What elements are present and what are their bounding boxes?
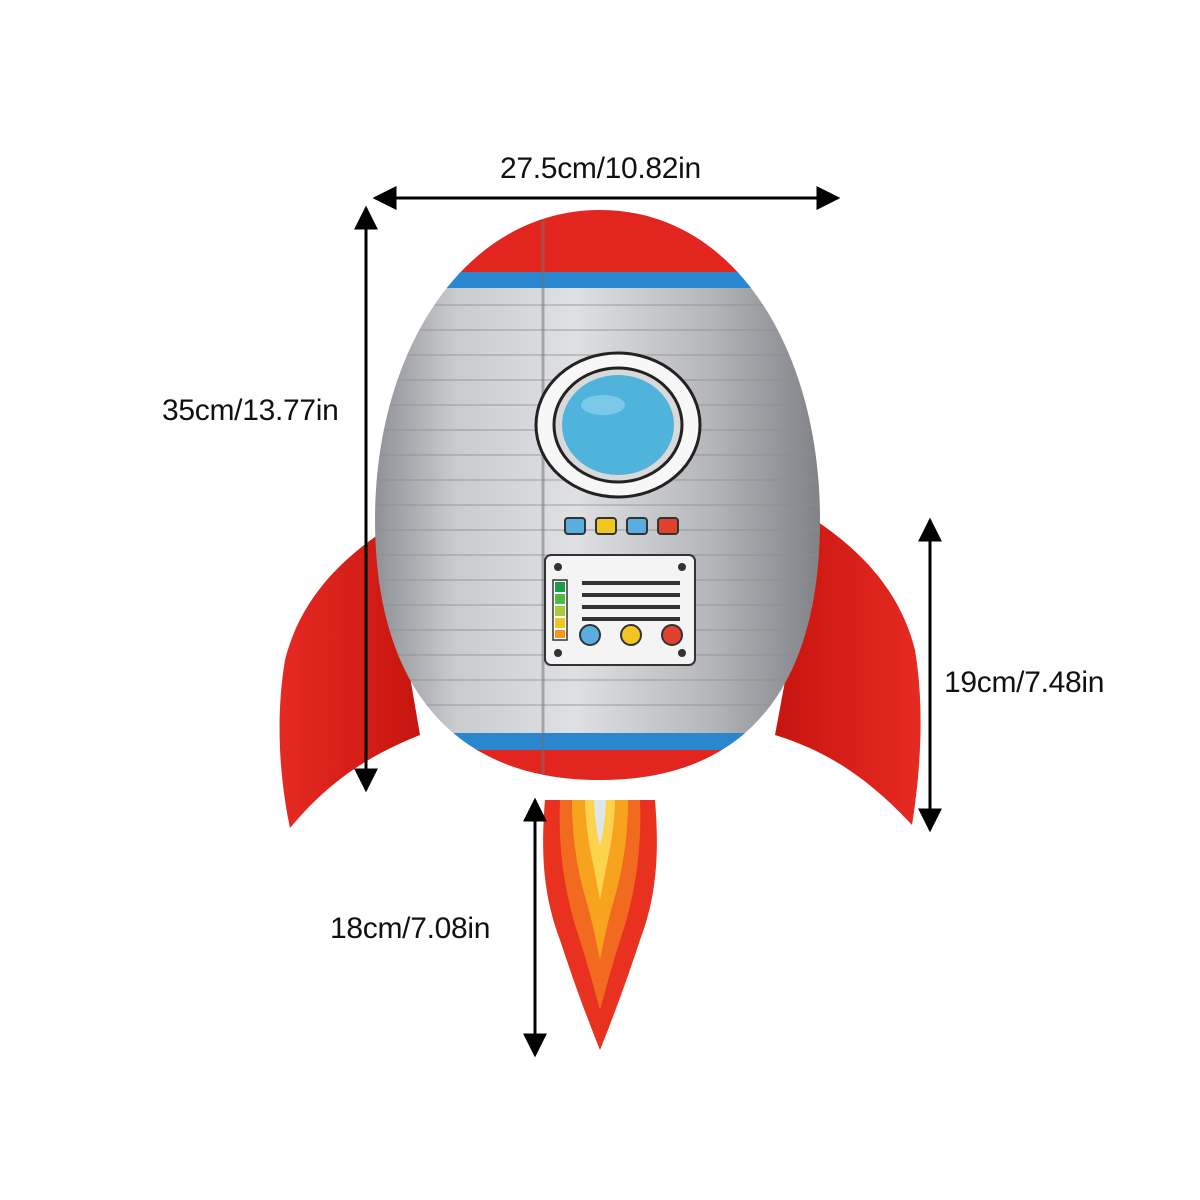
rocket-lantern-icon bbox=[375, 210, 820, 780]
panel-button-light bbox=[661, 624, 683, 646]
height-dimension-label: 35cm/13.77in bbox=[162, 394, 339, 427]
panel-button-light bbox=[620, 624, 642, 646]
width-dimension-label: 27.5cm/10.82in bbox=[500, 152, 701, 185]
control-panel-icon bbox=[544, 554, 696, 666]
indicator-light bbox=[595, 517, 617, 535]
panel-button-light bbox=[579, 624, 601, 646]
indicator-light bbox=[626, 517, 648, 535]
fin-dimension-label: 19cm/7.48in bbox=[944, 666, 1105, 699]
indicator-light bbox=[564, 517, 586, 535]
flame-icon bbox=[543, 800, 657, 1050]
indicator-light bbox=[657, 517, 679, 535]
flame-dimension-label: 18cm/7.08in bbox=[330, 912, 491, 945]
indicator-lights bbox=[564, 517, 679, 535]
porthole-icon bbox=[534, 351, 702, 499]
